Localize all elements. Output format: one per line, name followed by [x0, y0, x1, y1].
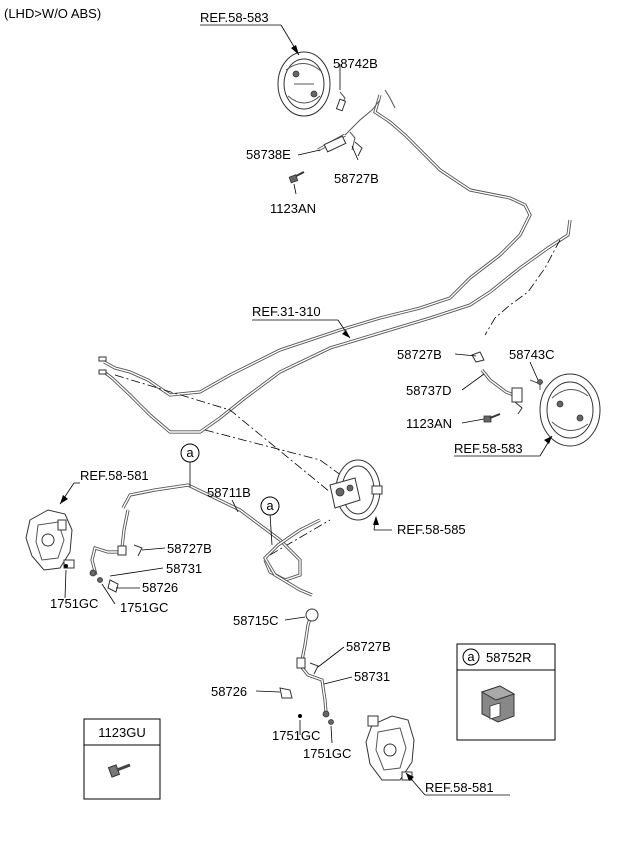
- bracket-icon: [480, 685, 516, 723]
- ref-rear-top: REF.58-583: [200, 10, 269, 25]
- detail-box-bracket: a 58752R: [456, 643, 556, 741]
- ref-master-cylinder: REF.58-585: [397, 522, 466, 537]
- rear-brake-right: [539, 373, 601, 447]
- front-caliper-left: [25, 509, 75, 571]
- part-label: 58727B: [334, 171, 379, 186]
- part-label: 1751GC: [120, 600, 168, 615]
- tube-fitting: [98, 369, 107, 375]
- part-label: 58711B: [207, 485, 251, 500]
- part-label: 58743C: [509, 347, 555, 362]
- bolt-icon: [107, 763, 131, 778]
- callout-a1: a: [180, 443, 200, 463]
- rear-brake-hose-right: [471, 351, 543, 423]
- part-label: 58731: [166, 561, 202, 576]
- ref-rear-right: REF.58-583: [454, 441, 523, 456]
- clip-marker: [64, 564, 68, 568]
- clip-marker: [298, 714, 302, 718]
- callout-a2: a: [260, 496, 280, 516]
- part-label: 1123AN: [270, 201, 316, 216]
- part-label: 58715C: [233, 613, 279, 628]
- part-label: 58738E: [246, 147, 291, 162]
- part-label: 58737D: [406, 383, 452, 398]
- ref-brake-tube: REF.31-310: [252, 304, 321, 319]
- detail-box-bolt: 1123GU: [83, 718, 161, 800]
- part-label: 58727B: [346, 639, 391, 654]
- leader-lines: [59, 24, 553, 796]
- part-label: 1123AN: [406, 416, 452, 431]
- variant-title: (LHD>W/O ABS): [4, 6, 101, 21]
- rear-brake-hose: [317, 131, 363, 157]
- tube-fitting: [98, 356, 107, 362]
- svg-text:a: a: [186, 445, 194, 460]
- ref-front-right: REF.58-581: [425, 780, 494, 795]
- master-cylinder: [329, 459, 383, 521]
- part-label: 1751GC: [303, 746, 351, 761]
- connection-lines: [114, 239, 561, 556]
- part-label: 58742B: [333, 56, 378, 71]
- part-label: 58752R: [486, 650, 532, 665]
- brake-hose-fitting: [335, 91, 347, 112]
- part-label: 1123GU: [98, 725, 145, 740]
- part-label: 58726: [211, 684, 247, 699]
- ref-front-left: REF.58-581: [80, 468, 149, 483]
- part-label: 1751GC: [272, 728, 320, 743]
- part-label: 1751GC: [50, 596, 98, 611]
- svg-text:a: a: [266, 498, 274, 513]
- front-caliper-right: [365, 715, 415, 781]
- brake-tube-assembly: [98, 89, 572, 434]
- bolt: [288, 171, 305, 184]
- part-label: 58727B: [167, 541, 212, 556]
- part-label: 58727B: [397, 347, 442, 362]
- svg-text:a: a: [467, 649, 475, 664]
- front-brake-tubes: [89, 483, 334, 725]
- part-label: 58726: [142, 580, 178, 595]
- rear-brake-top: [277, 51, 331, 117]
- part-label: 58731: [354, 669, 390, 684]
